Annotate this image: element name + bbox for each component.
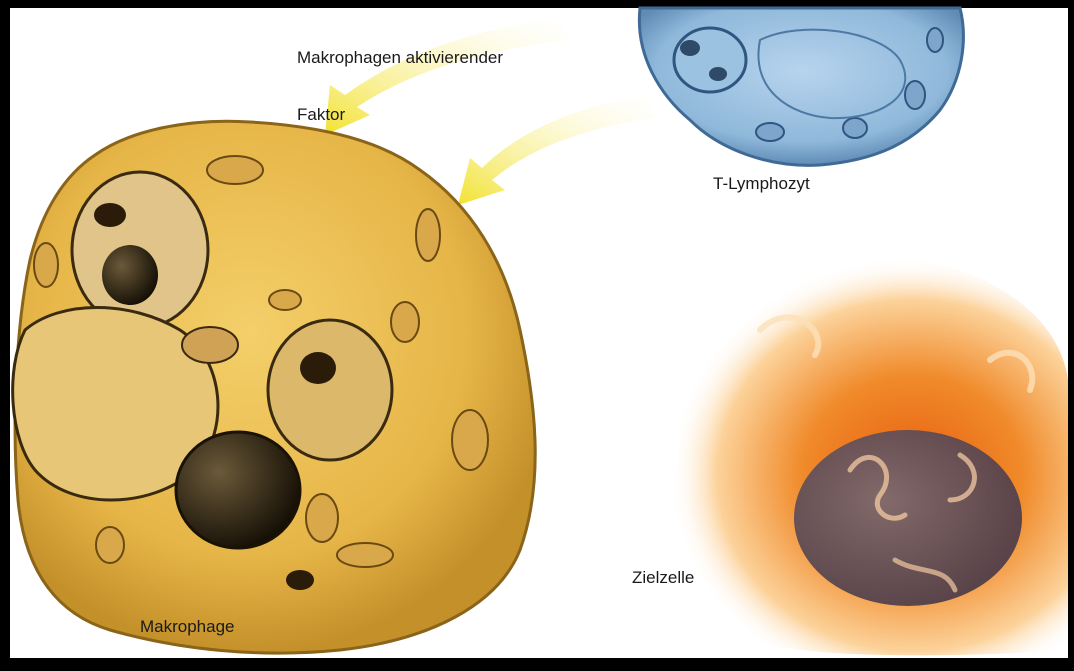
- macrophage-label: Makrophage: [140, 617, 235, 636]
- target-cell-label: Zielzelle: [632, 568, 694, 587]
- factor-label-line1: Makrophagen aktivierender: [297, 48, 503, 67]
- factor-label: Makrophagen aktivierender Faktor: [297, 10, 503, 162]
- factor-label-line2: Faktor: [297, 105, 503, 124]
- target-nucleus: [794, 430, 1022, 606]
- t-lymphocyte-label: T-Lymphozyt: [713, 174, 810, 193]
- macrophage-cell: [13, 121, 536, 653]
